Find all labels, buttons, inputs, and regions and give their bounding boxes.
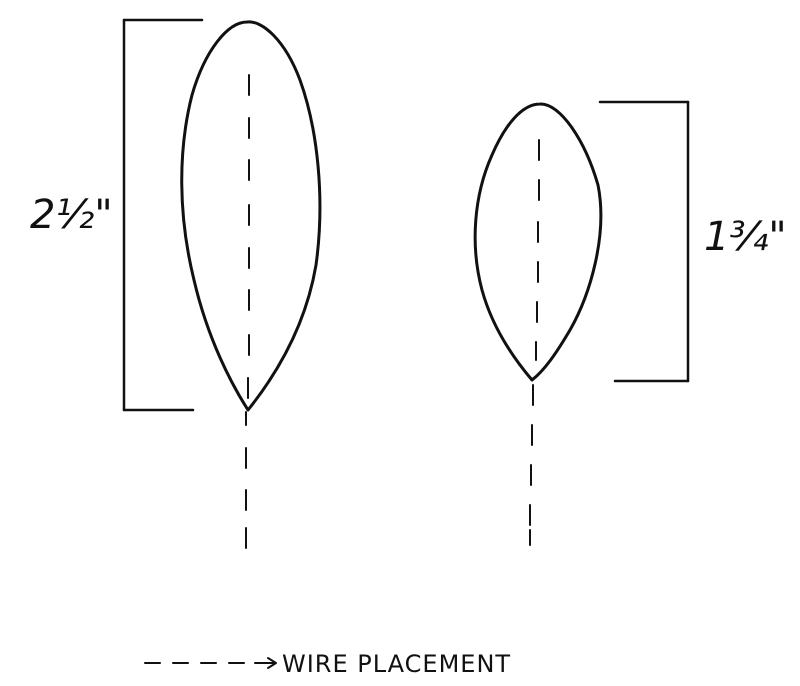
right-petal-group: 1¾" <box>473 100 787 546</box>
right-petal-outline <box>473 102 603 382</box>
left-dimension-label: 2½" <box>30 192 113 238</box>
left-petal-outline <box>180 20 322 412</box>
right-dimension-label: 1¾" <box>704 214 787 260</box>
left-dimension-bracket <box>122 18 204 412</box>
left-petal-group: 2½" <box>30 18 322 549</box>
legend: WIRE PLACEMENT <box>144 650 511 678</box>
right-dimension-bracket <box>598 100 690 383</box>
left-wire-placement-line <box>245 74 250 549</box>
legend-label: WIRE PLACEMENT <box>282 650 511 678</box>
right-wire-placement-line <box>529 139 540 546</box>
legend-dashed-line-sample <box>144 657 277 669</box>
